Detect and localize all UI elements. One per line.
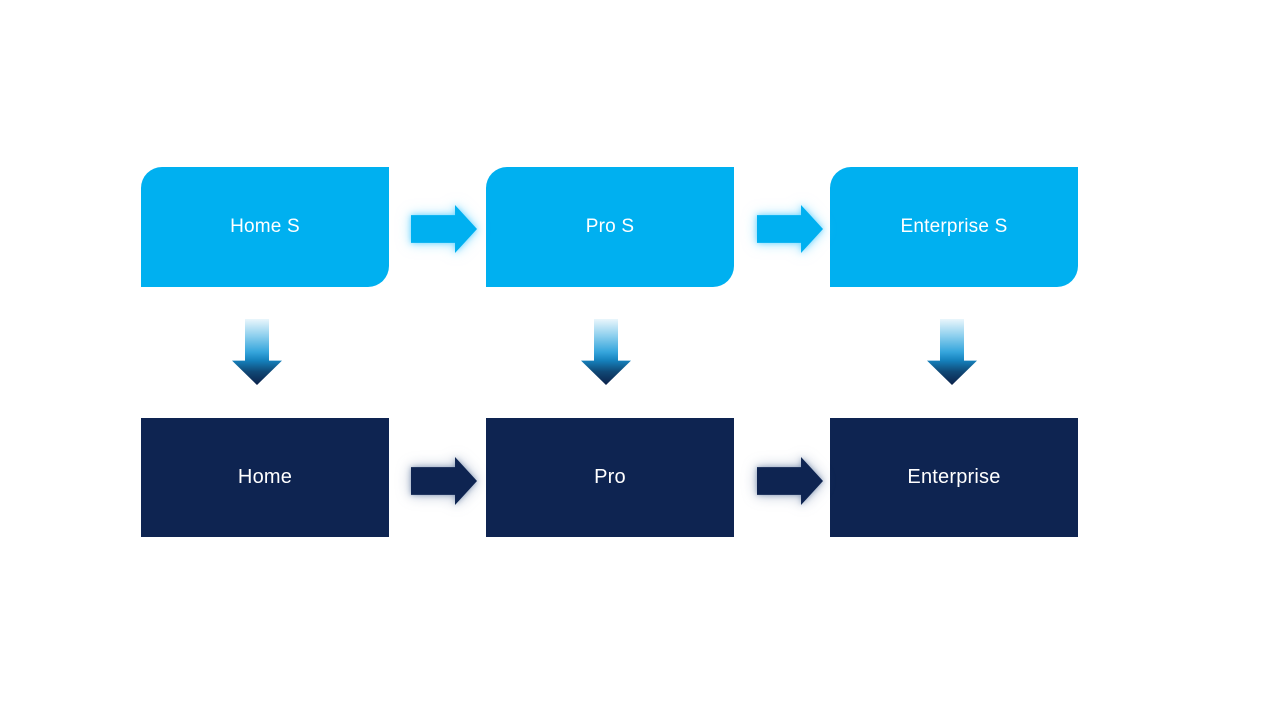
- node-pro-s-label: Pro S: [585, 216, 635, 237]
- node-pro-s: Pro S: [486, 167, 734, 287]
- down-arrow-icon: [232, 319, 282, 385]
- right-arrow-icon: [411, 457, 477, 505]
- right-arrow-icon: [757, 205, 823, 253]
- node-enterprise-label: Enterprise: [907, 466, 1001, 488]
- node-pro: Pro: [486, 418, 734, 537]
- node-home: Home: [141, 418, 389, 537]
- node-home-s-label: Home S: [230, 216, 300, 237]
- node-home-s: Home S: [141, 167, 389, 287]
- down-arrow-icon: [927, 319, 977, 385]
- node-pro-label: Pro: [594, 466, 626, 488]
- node-enterprise-s: Enterprise S: [830, 167, 1078, 287]
- right-arrow-icon: [411, 205, 477, 253]
- right-arrow-shape: [411, 457, 477, 505]
- node-home-label: Home: [237, 466, 293, 488]
- right-arrow-icon: [757, 457, 823, 505]
- right-arrow-shape: [757, 205, 823, 253]
- node-enterprise-s-label: Enterprise S: [900, 216, 1008, 237]
- right-arrow-shape: [411, 205, 477, 253]
- right-arrow-shape: [757, 457, 823, 505]
- down-arrow-icon: [581, 319, 631, 385]
- node-enterprise: Enterprise: [830, 418, 1078, 537]
